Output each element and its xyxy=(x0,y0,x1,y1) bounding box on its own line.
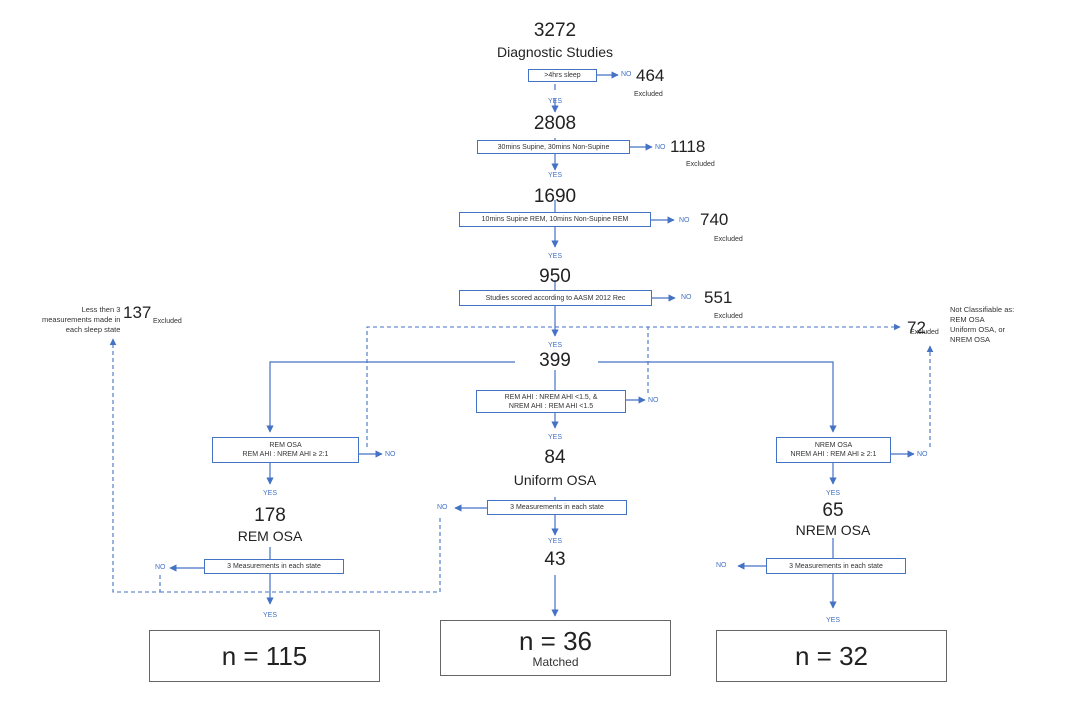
excluded-count: 740 xyxy=(700,210,729,229)
final-box-rem: n = 115 xyxy=(149,630,380,682)
no-label: NO xyxy=(716,562,727,569)
measurement-box-nrem: 3 Measurements in each state xyxy=(766,558,906,574)
yes-label: YES xyxy=(547,98,563,105)
nrem-label: NREM OSA xyxy=(795,522,871,538)
total-label: Diagnostic Studies xyxy=(497,44,613,60)
criterion-line: REM OSA xyxy=(269,442,302,449)
criterion-text: 10mins Supine REM, 10mins Non-Supine REM xyxy=(481,216,629,223)
excluded-count: 551 xyxy=(704,288,733,307)
yes-label: YES xyxy=(262,490,278,497)
nrem-count: 65 xyxy=(822,500,844,521)
yes-label: YES xyxy=(547,253,563,260)
excluded-label: Excluded xyxy=(714,236,743,243)
right-excluded-note: Not Classifiable as: REM OSA Uniform OSA… xyxy=(950,305,1015,344)
yes-label: YES xyxy=(547,172,563,179)
criterion-box-rem-osa: REM OSA REM AHI : NREM AHI ≥ 2:1 xyxy=(212,437,359,463)
measurement-box-rem: 3 Measurements in each state xyxy=(204,559,344,574)
criterion-box-rem-supine: 10mins Supine REM, 10mins Non-Supine REM xyxy=(459,212,651,227)
criterion-line: NREM OSA xyxy=(814,442,853,449)
no-label: NO xyxy=(679,217,690,224)
final-count: n = 32 xyxy=(794,641,868,671)
remaining-count: 950 xyxy=(539,266,571,287)
excluded-count: 1118 xyxy=(670,137,706,156)
criterion-box-nrem-osa: NREM OSA NREM AHI : REM AHI ≥ 2:1 xyxy=(776,437,891,463)
criterion-box-supine: 30mins Supine, 30mins Non-Supine xyxy=(477,140,630,154)
excluded-label: Excluded xyxy=(714,313,743,320)
final-box-nrem: n = 32 xyxy=(716,630,947,682)
criterion-text: 30mins Supine, 30mins Non-Supine xyxy=(497,143,610,151)
left-excluded-label: Excluded xyxy=(153,318,182,325)
yes-label: YES xyxy=(262,612,278,619)
no-label: NO xyxy=(681,294,692,301)
criterion-box-sleep: >4hrs sleep xyxy=(528,69,597,82)
no-label: NO xyxy=(437,504,448,511)
yes-label: YES xyxy=(825,490,841,497)
yes-label: YES xyxy=(547,434,563,441)
remaining-count: 2808 xyxy=(533,113,577,134)
rem-count: 178 xyxy=(254,505,286,526)
left-excluded-count: 137 xyxy=(123,303,152,322)
measurement-text: 3 Measurements in each state xyxy=(789,562,883,570)
final-count: n = 115 xyxy=(221,641,308,671)
final-sub-label: Matched xyxy=(532,655,579,669)
total-count: 3272 xyxy=(533,20,577,41)
criterion-text: Studies scored according to AASM 2012 Re… xyxy=(485,294,626,302)
measurement-text: 3 Measurements in each state xyxy=(227,563,321,570)
final-count: n = 36 xyxy=(518,626,592,656)
uniform-count: 84 xyxy=(544,447,566,468)
left-excluded-note: Less then 3 measurements made in each sl… xyxy=(42,305,121,334)
uniform-label: Uniform OSA xyxy=(513,472,597,488)
criterion-box-uniform: REM AHI : NREM AHI <1.5, & NREM AHI : RE… xyxy=(476,390,626,413)
right-excluded-label: Excluded xyxy=(910,329,939,336)
excluded-label: Excluded xyxy=(634,91,663,98)
remaining-count: 1690 xyxy=(533,186,577,207)
no-label: NO xyxy=(155,564,166,571)
final-box-uniform: n = 36 Matched xyxy=(440,620,671,676)
criterion-line: REM AHI : NREM AHI <1.5, & xyxy=(504,393,598,401)
no-label: NO xyxy=(385,451,396,458)
criterion-line: REM AHI : NREM AHI ≥ 2:1 xyxy=(242,451,329,458)
criterion-line: NREM AHI : REM AHI <1.5 xyxy=(508,402,594,410)
yes-label: YES xyxy=(547,538,563,545)
criterion-line: NREM AHI : REM AHI ≥ 2:1 xyxy=(790,451,877,458)
remaining-count: 399 xyxy=(539,350,571,371)
yes-label: YES xyxy=(547,342,563,349)
excluded-count: 464 xyxy=(636,66,665,85)
measurement-text: 3 Measurements in each state xyxy=(510,504,604,511)
excluded-label: Excluded xyxy=(686,161,715,168)
no-label: NO xyxy=(621,71,632,78)
no-label: NO xyxy=(917,451,928,458)
criterion-box-aasm: Studies scored according to AASM 2012 Re… xyxy=(459,290,652,306)
no-label: NO xyxy=(648,397,659,404)
rem-label: REM OSA xyxy=(237,528,303,544)
yes-label: YES xyxy=(825,617,841,624)
right-excluded-count: 72 xyxy=(907,318,926,337)
no-label: NO xyxy=(655,144,666,151)
measurement-box-uniform: 3 Measurements in each state xyxy=(487,500,627,515)
criterion-text: >4hrs sleep xyxy=(544,72,581,79)
uniform-remaining: 43 xyxy=(544,549,566,570)
